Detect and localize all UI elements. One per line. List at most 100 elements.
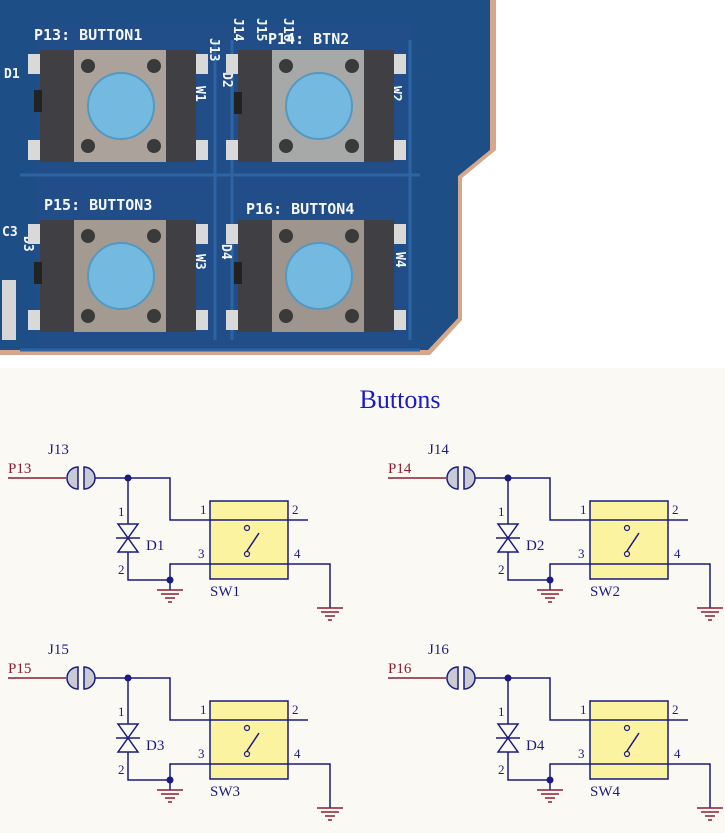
- wire-pin-4: [668, 763, 711, 798]
- net-label-p15: P15: [8, 661, 31, 677]
- switch-lever: [246, 532, 260, 552]
- schematic-title: Buttons: [360, 385, 441, 414]
- diode-triangle-top: [496, 723, 520, 740]
- switch-pin-4: 4: [294, 546, 301, 561]
- silk-label-3: P15: BUTTON3: [44, 196, 152, 214]
- switch-ref-sw4: SW4: [590, 784, 621, 800]
- wire-pin-4: [288, 763, 331, 798]
- switch-contact-top: [623, 524, 631, 532]
- switch-contact-top: [243, 524, 251, 532]
- jumper-ref-j15: J15: [48, 642, 69, 658]
- diode-ref-d1: D1: [146, 538, 164, 554]
- wire-pin-3: [549, 763, 590, 780]
- switch-ref-sw2: SW2: [590, 584, 620, 600]
- net-label-p14: P14: [388, 461, 412, 477]
- diode-triangle-top: [116, 723, 140, 740]
- net-label-p16: P16: [388, 661, 412, 677]
- diode-triangle-bottom: [496, 536, 520, 553]
- net-label-p13: P13: [8, 461, 31, 477]
- switch-pin-1: 1: [200, 502, 207, 517]
- switch-pin-3: 3: [578, 746, 585, 761]
- smd-diode-4: [234, 262, 242, 284]
- switch-pin-1: 1: [580, 702, 587, 717]
- diode-pin-2: 2: [118, 762, 125, 777]
- jumper-ref-j14: J14: [428, 442, 449, 458]
- jumper-half-left: [66, 466, 79, 490]
- jumper-half-left: [66, 666, 79, 690]
- ground-symbol: [696, 797, 724, 821]
- diode-wire-bottom: [507, 552, 550, 581]
- switch-contact-bottom: [243, 550, 251, 558]
- diode-triangle-bottom: [116, 536, 140, 553]
- ground-symbol: [536, 579, 564, 603]
- switch-pin-2: 2: [672, 702, 679, 717]
- diode-pin-2: 2: [498, 562, 505, 577]
- switch-contact-bottom: [623, 750, 631, 758]
- edge-connector: [2, 280, 16, 340]
- diode-wire-bottom: [127, 552, 170, 581]
- silk-ref-d1: D1: [4, 67, 20, 82]
- switch-pin-2: 2: [292, 502, 299, 517]
- switch-pin-3: 3: [198, 746, 205, 761]
- diode-pin-2: 2: [498, 762, 505, 777]
- diode-ref-d4: D4: [526, 738, 545, 754]
- switch-pin-2: 2: [672, 502, 679, 517]
- switch-ref-sw3: SW3: [210, 784, 240, 800]
- jumper-ref-j16: J16: [428, 642, 449, 658]
- diode-triangle-bottom: [496, 736, 520, 753]
- diode-pin-2: 2: [118, 562, 125, 577]
- jumper-half-right: [463, 666, 476, 690]
- silk-ref-j15: J15: [253, 18, 268, 41]
- switch-contact-top: [623, 724, 631, 732]
- tactile-switch-3: [28, 220, 208, 332]
- silk-ref-d4: D4: [218, 244, 233, 260]
- diode-triangle-top: [496, 523, 520, 540]
- jumper-half-left: [446, 466, 459, 490]
- jumper-ref-j13: J13: [48, 442, 69, 458]
- silk-ref-c3: C3: [2, 225, 18, 240]
- diode-pin-1: 1: [118, 504, 125, 519]
- diode-pin-1: 1: [118, 704, 125, 719]
- diode-pin-1: 1: [498, 704, 505, 719]
- wire-to-switch: [475, 477, 590, 521]
- switch-pin-1: 1: [200, 702, 207, 717]
- tactile-switch-4: [226, 220, 406, 332]
- silk-ref-d2: D2: [219, 72, 234, 88]
- switch-lever: [626, 732, 640, 752]
- diode-ref-d2: D2: [526, 538, 544, 554]
- switch-contact-bottom: [623, 550, 631, 558]
- switch-lever: [626, 532, 640, 552]
- ground-symbol: [536, 779, 564, 803]
- wire-to-switch: [95, 477, 210, 521]
- diode-wire-bottom: [507, 752, 550, 781]
- diode-wire-bottom: [127, 752, 170, 781]
- diode-ref-d3: D3: [146, 738, 164, 754]
- switch-pin-4: 4: [674, 746, 681, 761]
- wire-pin-3: [169, 563, 210, 580]
- wire-pin-3: [169, 763, 210, 780]
- switch-pin-4: 4: [294, 746, 301, 761]
- jumper-half-right: [83, 666, 96, 690]
- switch-ref-sw1: SW1: [210, 584, 240, 600]
- switch-lever: [246, 732, 260, 752]
- switch-pin-1: 1: [580, 502, 587, 517]
- switch-body-sw3: [209, 700, 289, 780]
- switch-body-sw2: [589, 500, 669, 580]
- silk-label-4: P16: BUTTON4: [246, 200, 354, 218]
- smd-diode-3: [34, 262, 42, 284]
- switch-body-sw1: [209, 500, 289, 580]
- silk-label-1: P13: BUTTON1: [34, 26, 142, 44]
- tactile-switch-2: [226, 50, 406, 162]
- pcb-photo: P13: BUTTON1 P14: BTN2 P15: BUTTON3 P16:…: [0, 0, 725, 360]
- switch-pin-4: 4: [674, 546, 681, 561]
- diode-triangle-bottom: [116, 736, 140, 753]
- silk-ref-j14: J14: [230, 18, 245, 42]
- ground-symbol: [156, 579, 184, 603]
- silk-label-2: P14: BTN2: [268, 30, 349, 48]
- ground-symbol: [316, 597, 344, 621]
